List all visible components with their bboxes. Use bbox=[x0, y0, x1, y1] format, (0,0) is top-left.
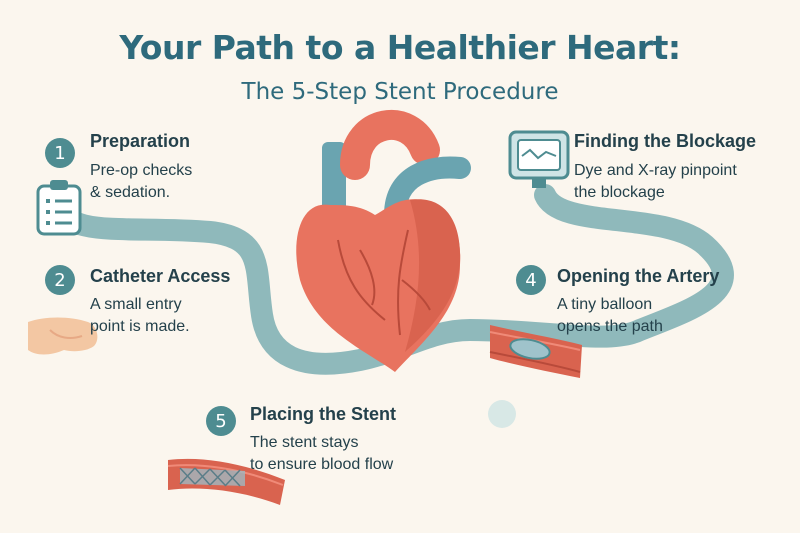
stent-artery-icon bbox=[167, 458, 285, 505]
step-badge-1: 1 bbox=[45, 138, 75, 168]
decorative-circle bbox=[488, 400, 516, 428]
step-title-5: Placing the Stent bbox=[250, 404, 397, 424]
step-badge-5: 5 bbox=[206, 406, 236, 436]
step-title-1: Preparation bbox=[90, 131, 191, 151]
step-desc-1: Pre-op checks& sedation. bbox=[90, 162, 193, 201]
heart-illustration bbox=[296, 110, 471, 372]
balloon-artery-icon bbox=[489, 325, 582, 378]
clipboard-icon bbox=[36, 180, 82, 236]
step-badge-4: 4 bbox=[516, 265, 546, 295]
hand-icon bbox=[28, 317, 98, 355]
step-title-2: Catheter Access bbox=[90, 266, 231, 286]
step-title-4: Opening the Artery bbox=[557, 266, 720, 286]
procedure-path bbox=[49, 184, 734, 375]
page-title: Your Path to a Healthier Heart: bbox=[119, 28, 681, 67]
monitor-icon bbox=[508, 130, 570, 188]
step-badge-2: 2 bbox=[45, 265, 75, 295]
page-subtitle: The 5-Step Stent Procedure bbox=[241, 79, 559, 105]
step-title-3: Finding the Blockage bbox=[574, 131, 757, 151]
